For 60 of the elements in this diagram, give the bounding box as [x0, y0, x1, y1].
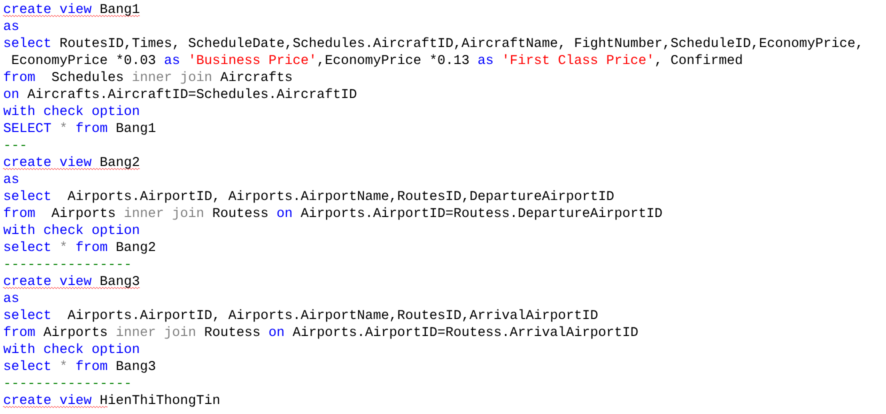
- keyword: select: [4, 190, 50, 200]
- keyword: create view: [4, 3, 92, 14]
- keyword: SELECT: [4, 123, 51, 132]
- keyword: as: [164, 56, 179, 64]
- keyword: create view: [4, 275, 92, 286]
- operator: inner join: [116, 326, 195, 339]
- identifier: HienThiThongTin: [100, 394, 220, 407]
- keyword: from: [76, 360, 108, 370]
- comment-line: ---: [5, 144, 26, 146]
- identifier: Bang1: [100, 4, 140, 16]
- keyword: select: [4, 309, 50, 320]
- identifier: Bang1: [116, 123, 156, 135]
- keyword: as: [4, 22, 18, 30]
- keyword: on: [269, 328, 284, 336]
- keyword: from: [76, 122, 108, 132]
- operator: *: [61, 360, 66, 365]
- identifier: Bang3: [116, 361, 156, 373]
- string-literal: 'First Class Price': [504, 54, 652, 64]
- keyword: create view: [4, 394, 92, 404]
- keyword: from: [76, 241, 108, 252]
- identifier: Airports.AirportID=Routess.ArrivalAirportID: [292, 326, 638, 339]
- keyword: select: [4, 37, 50, 48]
- keyword: create view: [4, 156, 92, 166]
- keyword: on: [4, 90, 18, 98]
- identifier: EconomyPrice *0.03: [12, 54, 156, 67]
- identifier: Bang2: [116, 242, 156, 254]
- keyword: on: [277, 210, 292, 218]
- keyword: select: [4, 241, 50, 252]
- identifier: Airports.AirportID=Routess.DepartureAirportID: [300, 207, 662, 220]
- keyword: as: [4, 176, 18, 184]
- operator: inner join: [124, 207, 204, 220]
- identifier: Bang2: [100, 157, 139, 169]
- identifier: Routess: [205, 327, 260, 336]
- comment-line: ----------------: [5, 382, 130, 384]
- identifier: Bang3: [100, 276, 140, 288]
- identifier: Aircrafts.AircraftID=Schedules.AircraftID: [27, 88, 356, 98]
- identifier: Airports: [51, 207, 115, 220]
- comment-line: ----------------: [5, 264, 130, 265]
- identifier: Airports.AirportID, Airports.AirportName,RoutesID,DepartureAirportID: [68, 190, 614, 203]
- keyword: from: [4, 207, 35, 218]
- keyword: as: [4, 294, 18, 302]
- keyword: as: [478, 56, 493, 64]
- operator: inner join: [132, 71, 212, 84]
- identifier: , Confirmed: [656, 54, 742, 66]
- identifier: Airports: [43, 326, 107, 339]
- identifier: Routess: [213, 208, 268, 218]
- keyword: from: [4, 71, 35, 82]
- identifier: Aircrafts: [220, 71, 292, 82]
- keyword: select: [4, 360, 50, 370]
- identifier: Airports.AirportID, Airports.AirportName,RoutesID,ArrivalAirportID: [68, 309, 598, 322]
- identifier: RoutesID,Times, ScheduleDate,Schedules.AircraftID,AircraftName, FightNumber,ScheduleID,EconomyPrice,: [60, 37, 860, 50]
- keyword: with check option: [3, 105, 139, 118]
- keyword: with check option: [3, 343, 139, 356]
- identifier: ,EconomyPrice *0.13: [318, 54, 469, 67]
- string-literal: 'Business Price': [191, 54, 314, 64]
- operator: *: [61, 122, 66, 127]
- operator: *: [61, 241, 66, 246]
- keyword: with check option: [3, 224, 139, 237]
- identifier: Schedules: [52, 71, 123, 82]
- keyword: from: [4, 326, 35, 336]
